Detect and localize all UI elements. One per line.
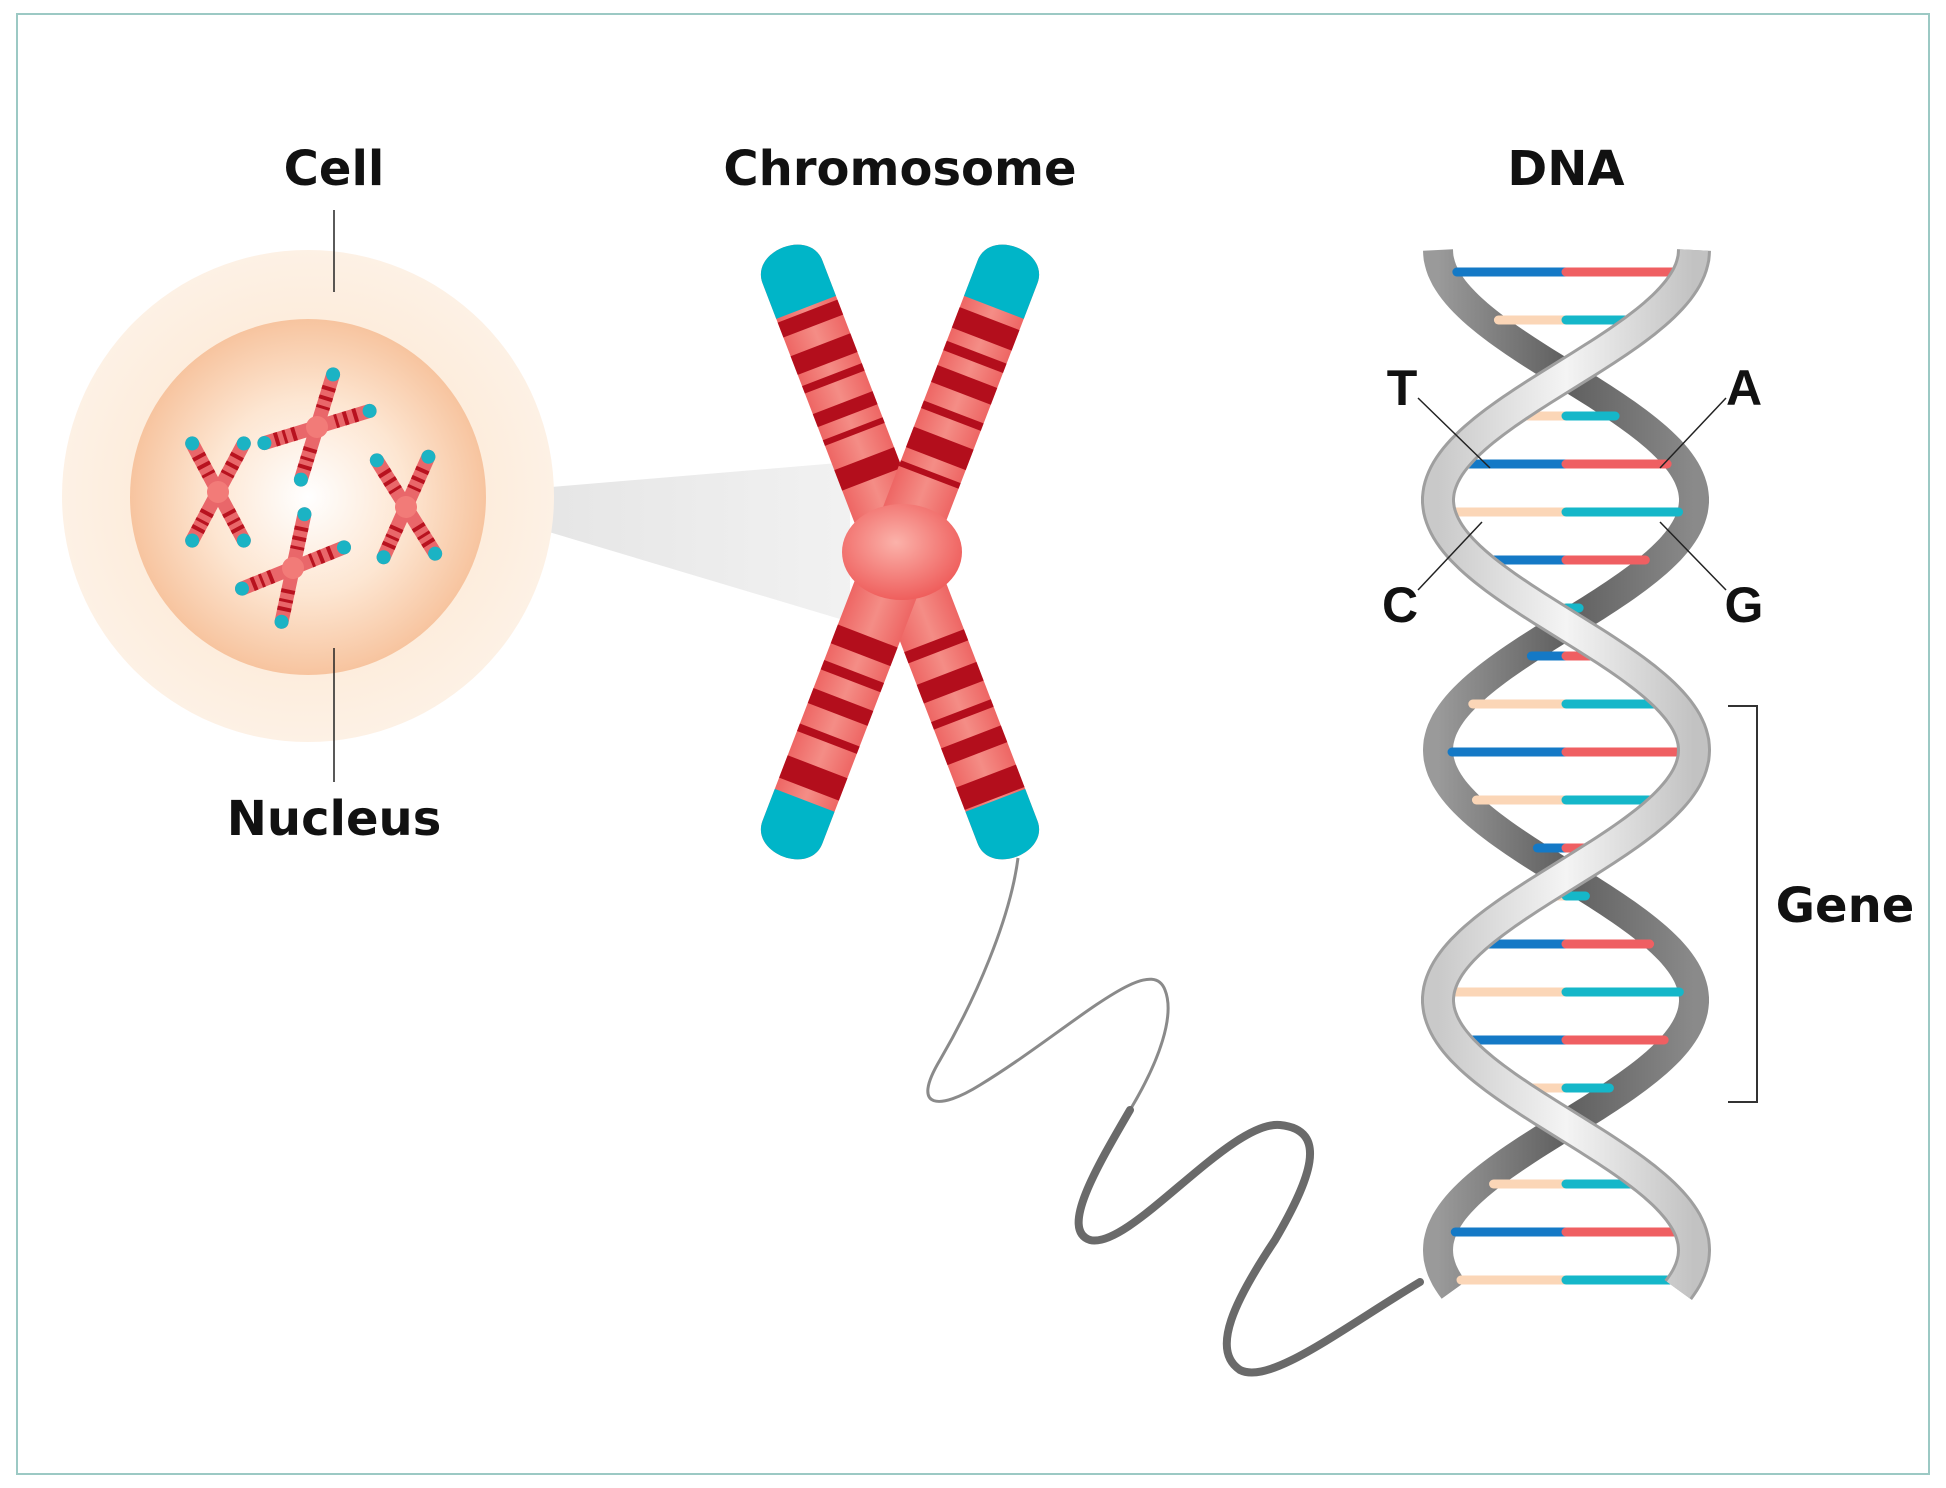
- base-label-g: G: [1725, 577, 1764, 633]
- dna-backbone-light: [1421, 249, 1712, 1300]
- dna-label: DNA: [1507, 141, 1624, 197]
- nucleus-label: Nucleus: [227, 791, 442, 847]
- dna-strand-thin: [926, 857, 1170, 1111]
- t-leader-line: [1417, 397, 1491, 469]
- a-leader-line: [1659, 397, 1727, 469]
- dna-strand-front: [1424, 249, 1709, 1299]
- chromosome: [760, 244, 1040, 860]
- dna-base-pairs: [1447, 267, 1685, 1285]
- c-leader-line: [1417, 521, 1483, 591]
- gene-bracket: [1728, 705, 1758, 1103]
- g-leader-line: [1659, 521, 1727, 591]
- cell-label: Cell: [284, 141, 385, 197]
- cell: [62, 210, 554, 782]
- chromosome-label: Chromosome: [723, 141, 1076, 197]
- centromere: [842, 504, 962, 600]
- base-label-c: C: [1382, 577, 1418, 633]
- dna-strand-thick: [1074, 1106, 1424, 1377]
- figure-frame: [16, 13, 1930, 1475]
- gene-label: Gene: [1776, 878, 1915, 934]
- base-label-a: A: [1726, 360, 1762, 416]
- base-label-t: T: [1387, 360, 1418, 416]
- nucleus: [130, 319, 486, 675]
- dna-double-helix: [1421, 249, 1712, 1300]
